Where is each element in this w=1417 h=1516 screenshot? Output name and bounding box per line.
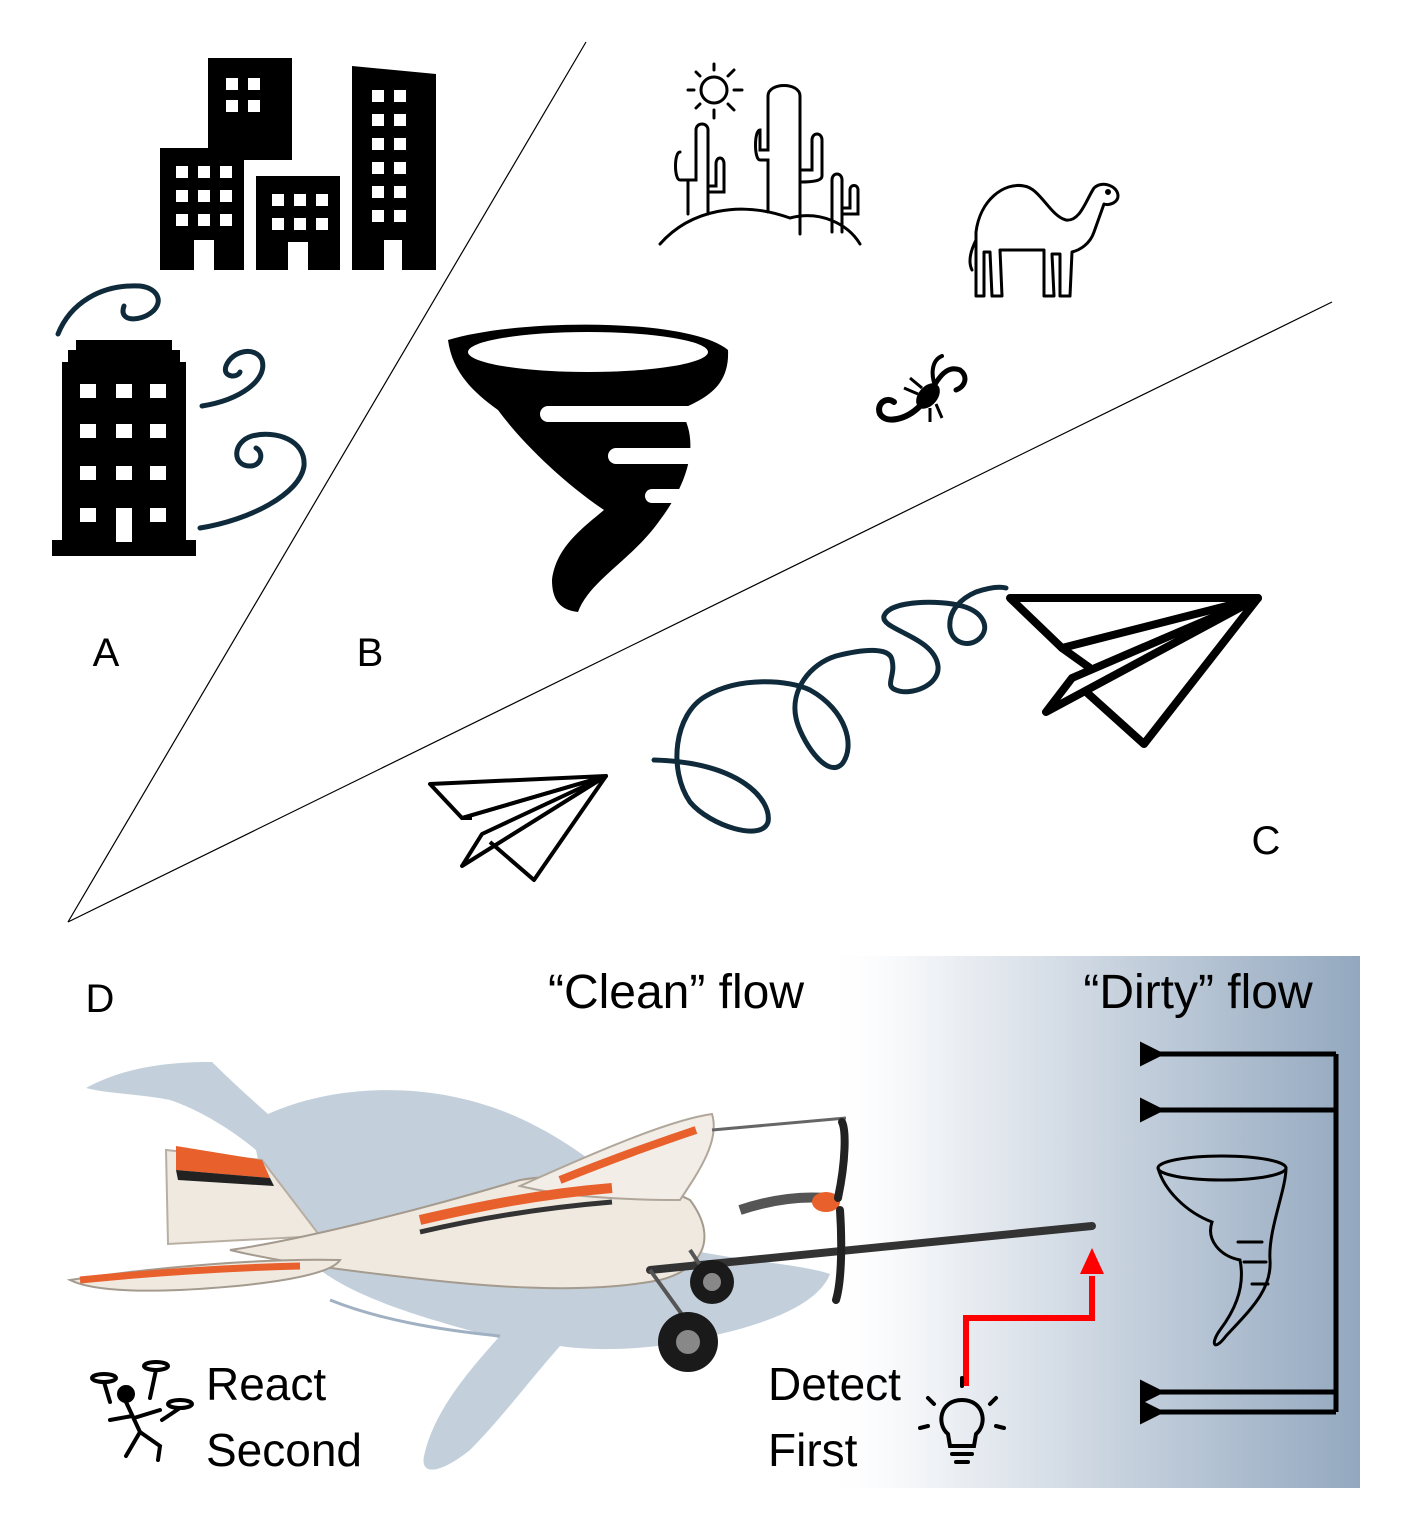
small-tornado-icon xyxy=(1156,1154,1288,1347)
tumbling-drone-icon xyxy=(90,1360,194,1462)
panel-b-label: B xyxy=(357,631,384,675)
panel-a-label: A xyxy=(93,631,120,675)
camel-icon xyxy=(968,182,1120,298)
scorpion-icon xyxy=(876,354,968,423)
detection-signal-arrow xyxy=(963,1248,1104,1386)
city-buildings-icon xyxy=(160,58,436,270)
panel-a: A xyxy=(52,58,436,675)
panel-d-label: D xyxy=(86,977,115,1021)
dirty-flow-title: “Dirty” flow xyxy=(1083,966,1313,1019)
panel-b: B xyxy=(357,62,1120,675)
rc-plane-image xyxy=(66,1112,1096,1372)
clean-flow-title: “Clean” flow xyxy=(548,966,804,1019)
lightbulb-icon xyxy=(918,1376,1006,1464)
desert-cactus-icon xyxy=(658,62,862,246)
panel-c: C xyxy=(428,584,1281,882)
react-line2: Second xyxy=(206,1424,362,1476)
dirty-flow-region xyxy=(820,956,1360,1488)
panel-d: D “Clean” flow “Dirty” flow xyxy=(66,956,1360,1488)
windy-building-icon xyxy=(52,283,307,556)
detect-line1: Detect xyxy=(768,1358,901,1410)
panel-dividers xyxy=(67,41,1333,923)
dirty-flow-arrows xyxy=(1140,1041,1339,1425)
large-paper-plane-icon xyxy=(1006,594,1262,748)
turbulent-wake xyxy=(651,584,1009,834)
small-paper-plane-icon xyxy=(428,774,608,882)
react-line1: React xyxy=(206,1358,326,1410)
tornado-icon xyxy=(448,324,729,612)
detect-line2: First xyxy=(768,1424,858,1476)
panel-c-label: C xyxy=(1252,819,1281,863)
